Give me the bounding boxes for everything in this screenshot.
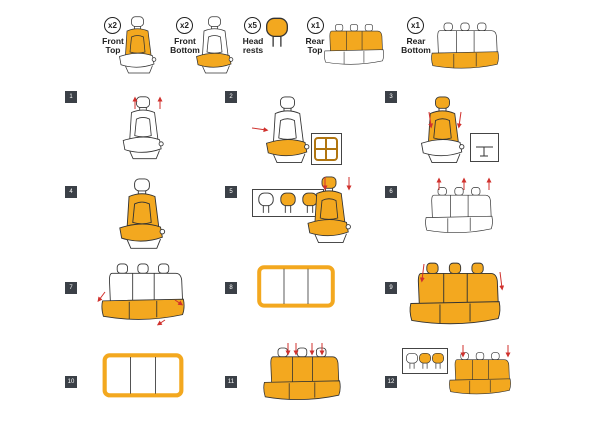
step-badge: 2 — [225, 91, 237, 103]
step-badge: 12 — [385, 376, 397, 388]
arrow-down-icon — [285, 343, 325, 356]
arrow-down-icon — [419, 263, 505, 291]
quantity-badge: x1 — [407, 17, 424, 34]
part-label: Rear Bottom — [401, 36, 431, 55]
arrow-down-icon — [322, 177, 352, 191]
headrest-covered-icon — [431, 351, 445, 371]
part-label: Head rests — [242, 36, 264, 55]
quantity-badge: x2 — [104, 17, 121, 34]
step8-frame-illustration — [256, 263, 336, 313]
arrow-down-icon — [428, 111, 462, 129]
headrest-covered-icon — [279, 192, 297, 214]
quantity-badge: x5 — [244, 17, 261, 34]
step-badge: 7 — [65, 282, 77, 294]
rear-bottom-bench-icon — [430, 15, 500, 80]
headrest-icon — [257, 192, 275, 214]
step4-seat-illustration — [113, 178, 171, 252]
step-badge: 6 — [385, 186, 397, 198]
step3-seat-illustration — [415, 96, 470, 166]
front-top-seat-icon — [115, 15, 160, 77]
arrow-icon — [97, 291, 184, 326]
headrest-icon — [405, 351, 419, 371]
clip-detail-icon — [476, 146, 493, 157]
detail-inset — [311, 133, 342, 165]
step-badge: 4 — [65, 186, 77, 198]
step-badge: 10 — [65, 376, 77, 388]
step-badge: 11 — [225, 376, 237, 388]
step-badge: 8 — [225, 282, 237, 294]
arrow-up-icon — [436, 177, 492, 190]
step-badge: 3 — [385, 91, 397, 103]
step10-frame-illustration — [100, 352, 186, 402]
headrest-inset — [252, 189, 324, 217]
part-label: Rear Top — [305, 36, 325, 55]
part-label: Front Bottom — [170, 36, 200, 55]
strap-detail-icon — [314, 137, 338, 161]
front-bottom-seat-icon — [192, 15, 237, 77]
step-badge: 9 — [385, 282, 397, 294]
headrest-covered-icon — [418, 351, 432, 371]
quantity-badge: x2 — [176, 17, 193, 34]
headrest-icon — [264, 17, 290, 48]
quantity-badge: x1 — [307, 17, 324, 34]
arrow-down-icon — [460, 345, 511, 358]
step-badge: 1 — [65, 91, 77, 103]
arrow-right-icon — [251, 127, 269, 133]
arrow-up-icon — [132, 96, 163, 109]
headrest-inset — [402, 348, 448, 374]
rear-top-bench-icon — [323, 15, 385, 77]
step-badge: 5 — [225, 186, 237, 198]
detail-inset — [470, 133, 499, 162]
part-label: Front Top — [102, 36, 124, 55]
